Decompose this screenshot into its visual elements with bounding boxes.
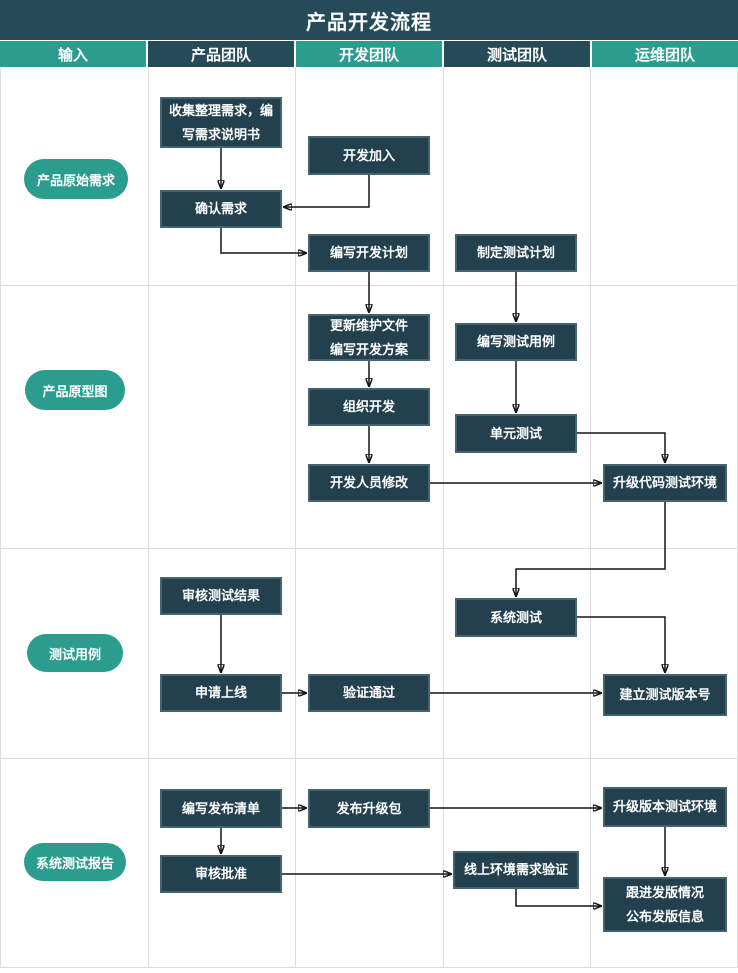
input-badge-system-test-report: 系统测试报告 [24, 843, 126, 881]
node-build-test-version: 建立测试版本号 [603, 674, 727, 716]
grid-line-horizontal [0, 967, 738, 968]
grid-line-horizontal [0, 758, 738, 759]
node-dev-plan: 编写开发计划 [308, 234, 430, 272]
node-follow-release-info: 跟进发版情况 公布发版信息 [603, 877, 727, 932]
grid-line-horizontal [0, 548, 738, 549]
lane-header-test: 测试团队 [444, 41, 592, 67]
node-write-test-cases: 编写测试用例 [455, 323, 577, 361]
flow-arrows [0, 148, 738, 968]
lane-header-dev: 开发团队 [296, 41, 444, 67]
input-badge-test-cases: 测试用例 [27, 634, 123, 672]
lane-header-ops: 运维团队 [592, 41, 738, 67]
node-apply-online: 申请上线 [160, 674, 282, 712]
grid-line-horizontal [0, 285, 738, 286]
node-review-approve: 审核批准 [160, 855, 282, 893]
node-release-upgrade-package: 发布升级包 [308, 789, 430, 828]
grid-line-vertical [443, 68, 444, 967]
node-online-env-verify: 线上环境需求验证 [453, 851, 579, 889]
edge-onlineverify-follow [515, 889, 601, 906]
grid-line-vertical [295, 68, 296, 967]
lane-header-row: 输入 产品团队 开发团队 测试团队 运维团队 [0, 41, 738, 67]
node-test-plan: 制定测试计划 [455, 234, 577, 272]
node-unit-test: 单元测试 [455, 414, 577, 453]
node-dev-join: 开发加入 [308, 136, 430, 175]
node-review-test-results: 审核测试结果 [160, 577, 282, 615]
flowchart-canvas: 产品原始需求 产品原型图 测试用例 系统测试报告 收集整理需求，编 写需求说明书… [0, 68, 738, 968]
edge-confirm-devplan [220, 228, 306, 253]
node-update-maintain-files: 更新维护文件 编写开发方案 [308, 314, 430, 361]
page-title: 产品开发流程 [0, 0, 738, 40]
node-organize-dev: 组织开发 [308, 388, 430, 426]
lane-header-input: 输入 [0, 41, 148, 67]
grid-line-vertical [0, 68, 1, 967]
node-verify-pass: 验证通过 [308, 674, 430, 712]
input-badge-prototype: 产品原型图 [25, 370, 125, 410]
edge-devjoin-confirm [284, 175, 370, 207]
node-collect-requirements: 收集整理需求，编 写需求说明书 [160, 97, 282, 148]
grid-line-vertical [148, 68, 149, 967]
node-system-test: 系统测试 [455, 598, 577, 637]
node-upgrade-code-test-env: 升级代码测试环境 [603, 464, 727, 502]
lane-header-product: 产品团队 [148, 41, 296, 67]
grid-line-vertical [590, 68, 591, 967]
node-write-release-list: 编写发布清单 [160, 789, 282, 828]
node-upgrade-version-test-env: 升级版本测试环境 [603, 787, 727, 827]
input-badge-original-requirements: 产品原始需求 [24, 159, 128, 199]
node-confirm-requirements: 确认需求 [160, 190, 282, 228]
node-dev-modify: 开发人员修改 [308, 464, 430, 502]
